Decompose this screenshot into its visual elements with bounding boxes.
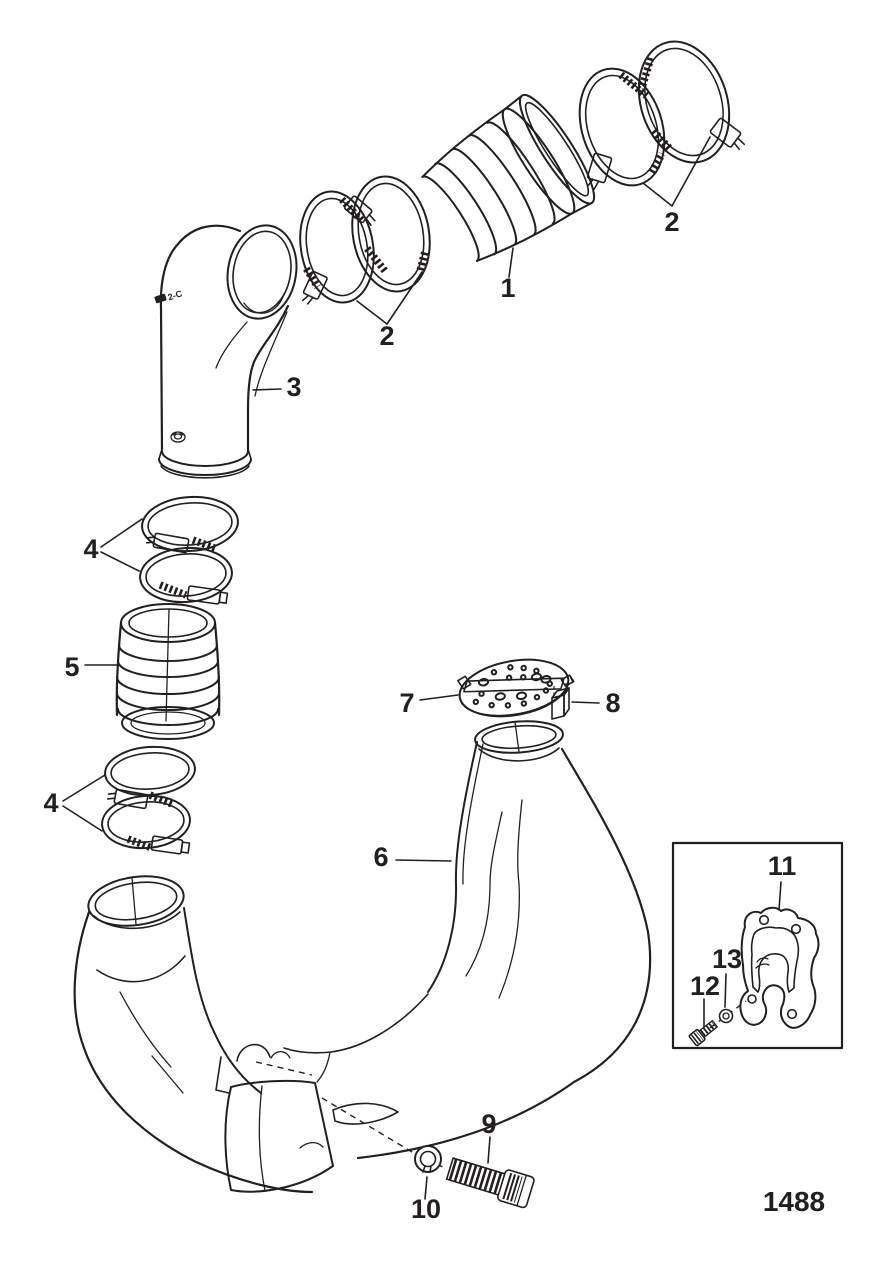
plate-holes — [472, 664, 554, 709]
hose-clamp-pair-part-4-lower — [62, 745, 196, 855]
worm-screw-housing — [343, 195, 376, 227]
worm-screw-housing — [709, 117, 746, 151]
leader-line — [508, 247, 514, 278]
leader-line — [100, 518, 143, 548]
worm-screw-housing — [186, 585, 229, 605]
inset-box — [671, 841, 844, 1050]
leader-line — [386, 271, 423, 325]
exhaust-pipe-part-6 — [73, 720, 652, 1194]
hose-clamp — [299, 190, 375, 305]
leader-line — [642, 182, 673, 207]
leader-line — [62, 774, 106, 802]
drain-plug — [170, 431, 186, 443]
callout-part-4-upper: 4 — [83, 534, 98, 564]
hose-clamp — [637, 40, 746, 164]
worm-screw-housing — [150, 835, 191, 855]
worm-screw-housing — [586, 152, 613, 191]
callout-part-8: 8 — [605, 688, 620, 718]
inset-box-group — [671, 841, 844, 1050]
callout-part-1: 1 — [500, 273, 515, 303]
hose-clamp-pair-part-4-upper — [100, 495, 239, 605]
hose-clamp — [578, 67, 666, 191]
leader-line — [671, 136, 711, 207]
leader-line — [419, 694, 459, 701]
leader-line — [424, 1176, 428, 1200]
casting-mark-text: 2-C — [167, 288, 184, 302]
lock-washer-part-10 — [414, 1145, 442, 1173]
bellows-hose-part-5 — [115, 603, 221, 740]
figure-number: 1488 — [763, 1186, 825, 1217]
leader-line — [100, 551, 140, 572]
callout-part-7: 7 — [399, 688, 414, 718]
anode-plate-part-11 — [739, 906, 820, 1029]
callout-part-13: 13 — [712, 944, 742, 974]
hose-clamp — [141, 495, 239, 553]
callout-part-10: 10 — [411, 1194, 441, 1224]
leader-line — [62, 805, 103, 832]
leader-line — [487, 1136, 491, 1164]
leader-line — [724, 973, 727, 1008]
anode-block-part-8 — [551, 680, 570, 720]
exhaust-elbow-part-3: 2-C — [154, 224, 298, 479]
callout-part-4-lower: 4 — [43, 788, 58, 818]
callout-part-11: 11 — [768, 851, 797, 881]
leader-line — [778, 881, 782, 911]
leader-line — [252, 388, 282, 391]
hose-clamp — [343, 175, 431, 293]
baffle-plate-part-7 — [457, 658, 575, 718]
callout-part-5: 5 — [64, 652, 79, 682]
callout-part-2-lower: 2 — [379, 321, 394, 351]
callout-part-9: 9 — [481, 1109, 496, 1139]
leader-line — [356, 300, 388, 325]
bolt-part-12 — [688, 1019, 718, 1047]
leader-line — [395, 859, 452, 862]
leader-line — [571, 701, 600, 704]
bellows-hose-part-1 — [421, 93, 596, 262]
hose-clamp-pair-part-2-lower — [299, 175, 431, 325]
callout-part-3: 3 — [286, 372, 301, 402]
callout-part-12: 12 — [690, 971, 720, 1001]
casting-mark: 2-C — [154, 288, 184, 304]
bolt-part-9 — [445, 1157, 535, 1209]
callout-part-2-upper: 2 — [664, 207, 679, 237]
washer-part-13 — [718, 1008, 734, 1024]
hose-clamp-pair-part-2-upper — [578, 40, 746, 207]
worm-screw-housing — [301, 270, 328, 305]
callout-part-6: 6 — [373, 842, 388, 872]
